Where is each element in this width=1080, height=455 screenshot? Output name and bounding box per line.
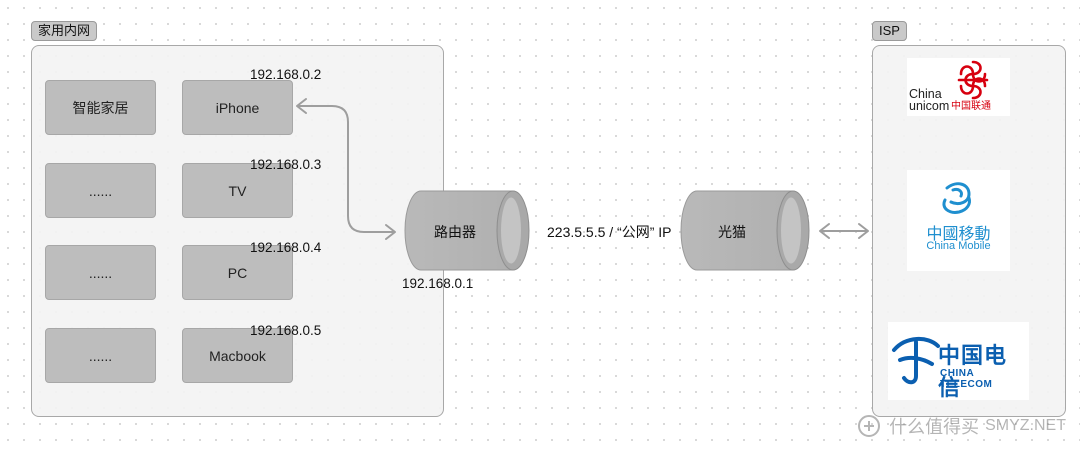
wan-ip-label: 223.5.5.5 / “公网” IP (547, 224, 672, 240)
telecom-en: CHINA TELECOM (940, 368, 993, 390)
device-placeholder[interactable]: ...... (45, 163, 156, 218)
device-macbook[interactable]: Macbook (182, 328, 293, 383)
device-smart-home[interactable]: 智能家居 (45, 80, 156, 135)
iphone-ip-label: 192.168.0.2 (250, 67, 322, 82)
telecom-swirl-icon (892, 337, 940, 385)
china-unicom-logo: China unicom 中国联通 (907, 58, 1010, 116)
watermark: 什么值得买 SMYZ.NET (857, 413, 1066, 439)
watermark-text: 什么值得买 (889, 417, 980, 437)
watermark-site: SMYZ.NET (985, 417, 1066, 434)
modem-label: 光猫 (718, 224, 746, 240)
router-lan-ip: 192.168.0.1 (402, 276, 474, 291)
iphone-router-connector (296, 98, 396, 240)
isp-label: ISP (872, 21, 907, 41)
unicom-en-line1: China (909, 87, 942, 101)
home-network-label: 家用内网 (31, 21, 98, 41)
mobile-cn: 中國移動 (926, 226, 991, 243)
unicom-knot-icon (957, 60, 989, 100)
device-tv[interactable]: TV (182, 163, 293, 218)
device-pc[interactable]: PC (182, 245, 293, 300)
unicom-en-line2: unicom (909, 99, 950, 113)
device-placeholder[interactable]: ...... (45, 245, 156, 300)
pc-ip-label: 192.168.0.4 (250, 240, 322, 255)
modem-cylinder (680, 190, 810, 271)
china-telecom-logo: 中国电信 CHINA TELECOM (888, 322, 1029, 400)
macbook-ip-label: 192.168.0.5 (250, 323, 322, 338)
mobile-en: China Mobile (926, 240, 991, 252)
device-iphone[interactable]: iPhone (182, 80, 293, 135)
china-mobile-logo: 中國移動 China Mobile (907, 170, 1010, 271)
mobile-swirl-icon (942, 182, 971, 214)
device-placeholder[interactable]: ...... (45, 328, 156, 383)
unicom-cn: 中国联通 (951, 101, 991, 112)
tv-ip-label: 192.168.0.3 (250, 157, 322, 172)
modem-isp-connector (819, 223, 869, 239)
telecom-cn: 中国电信 (938, 343, 1008, 400)
watermark-logo-icon (858, 415, 881, 437)
router-label: 路由器 (434, 224, 476, 240)
router-cylinder (404, 190, 530, 271)
